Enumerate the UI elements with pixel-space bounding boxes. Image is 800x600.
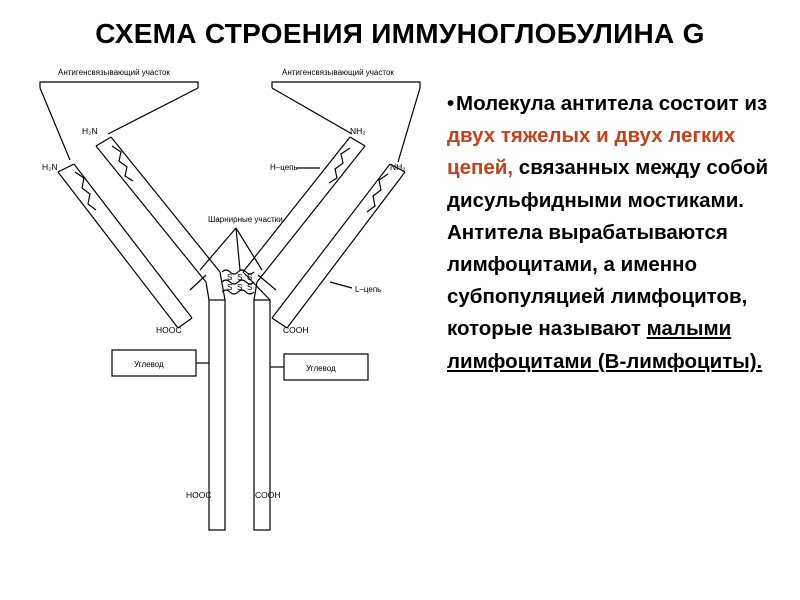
hinge-label: Шарнирные участки xyxy=(208,215,283,224)
highlighted-text: двух тяжелых и двух легких цепей, xyxy=(447,124,736,180)
antigen-site-right-label: Антигенсвязывающий участок xyxy=(282,68,394,77)
left-l-chain xyxy=(57,163,193,329)
antigen-site-left-bracket xyxy=(39,81,199,88)
fc-heavy-chain-right xyxy=(253,299,271,531)
hinge-disulfide-bridges xyxy=(189,269,277,295)
right-l-chain xyxy=(271,163,406,329)
disulfide-s: S xyxy=(227,273,232,282)
underlined-text: малыми лимфоцитами (В-лимфоциты). xyxy=(447,317,763,373)
disulfide-s: S xyxy=(237,273,242,282)
carboxyl-end-label: COOH xyxy=(255,490,281,500)
bullet: • xyxy=(447,92,455,115)
igg-structure-diagram: Антигенсвязывающий участок Антигенсвязыв… xyxy=(39,68,421,531)
amino-end-label: H₂N xyxy=(42,162,58,172)
antigen-site-left-label: Антигенсвязывающий участок xyxy=(58,68,170,77)
amino-end-label: H₂N xyxy=(82,126,98,136)
l-chain-label: L–цепь xyxy=(355,285,381,294)
disulfide-s: S xyxy=(247,283,252,292)
text-part: связанных между собой дисульфидными мост… xyxy=(447,156,769,341)
disulfide-s: S xyxy=(247,273,252,282)
left-h-chain xyxy=(95,136,221,283)
carboxyl-end-label: HOOC xyxy=(186,490,212,500)
carbohydrate-right-label: Углевод xyxy=(306,364,336,373)
disulfide-s: S xyxy=(227,283,232,292)
fc-heavy-chain-left xyxy=(208,299,226,531)
amino-end-label: NH₂ xyxy=(350,126,366,136)
right-h-chain xyxy=(242,136,366,283)
carboxyl-end-label: COOH xyxy=(283,325,309,335)
carboxyl-end-label: HOOC xyxy=(156,325,182,335)
amino-end-label: NH₂ xyxy=(390,162,406,172)
disulfide-s: S xyxy=(237,283,242,292)
carbohydrate-left-label: Углевод xyxy=(134,360,164,369)
slide-title: СХЕМА СТРОЕНИЯ ИММУНОГЛОБУЛИНА G xyxy=(95,18,705,49)
h-chain-label: H–цепь xyxy=(270,163,298,172)
antigen-site-right-bracket xyxy=(271,81,421,88)
description-text: •Молекула антитела состоит из двух тяжел… xyxy=(447,88,792,378)
text-part: Молекула антитела состоит из xyxy=(456,92,768,115)
